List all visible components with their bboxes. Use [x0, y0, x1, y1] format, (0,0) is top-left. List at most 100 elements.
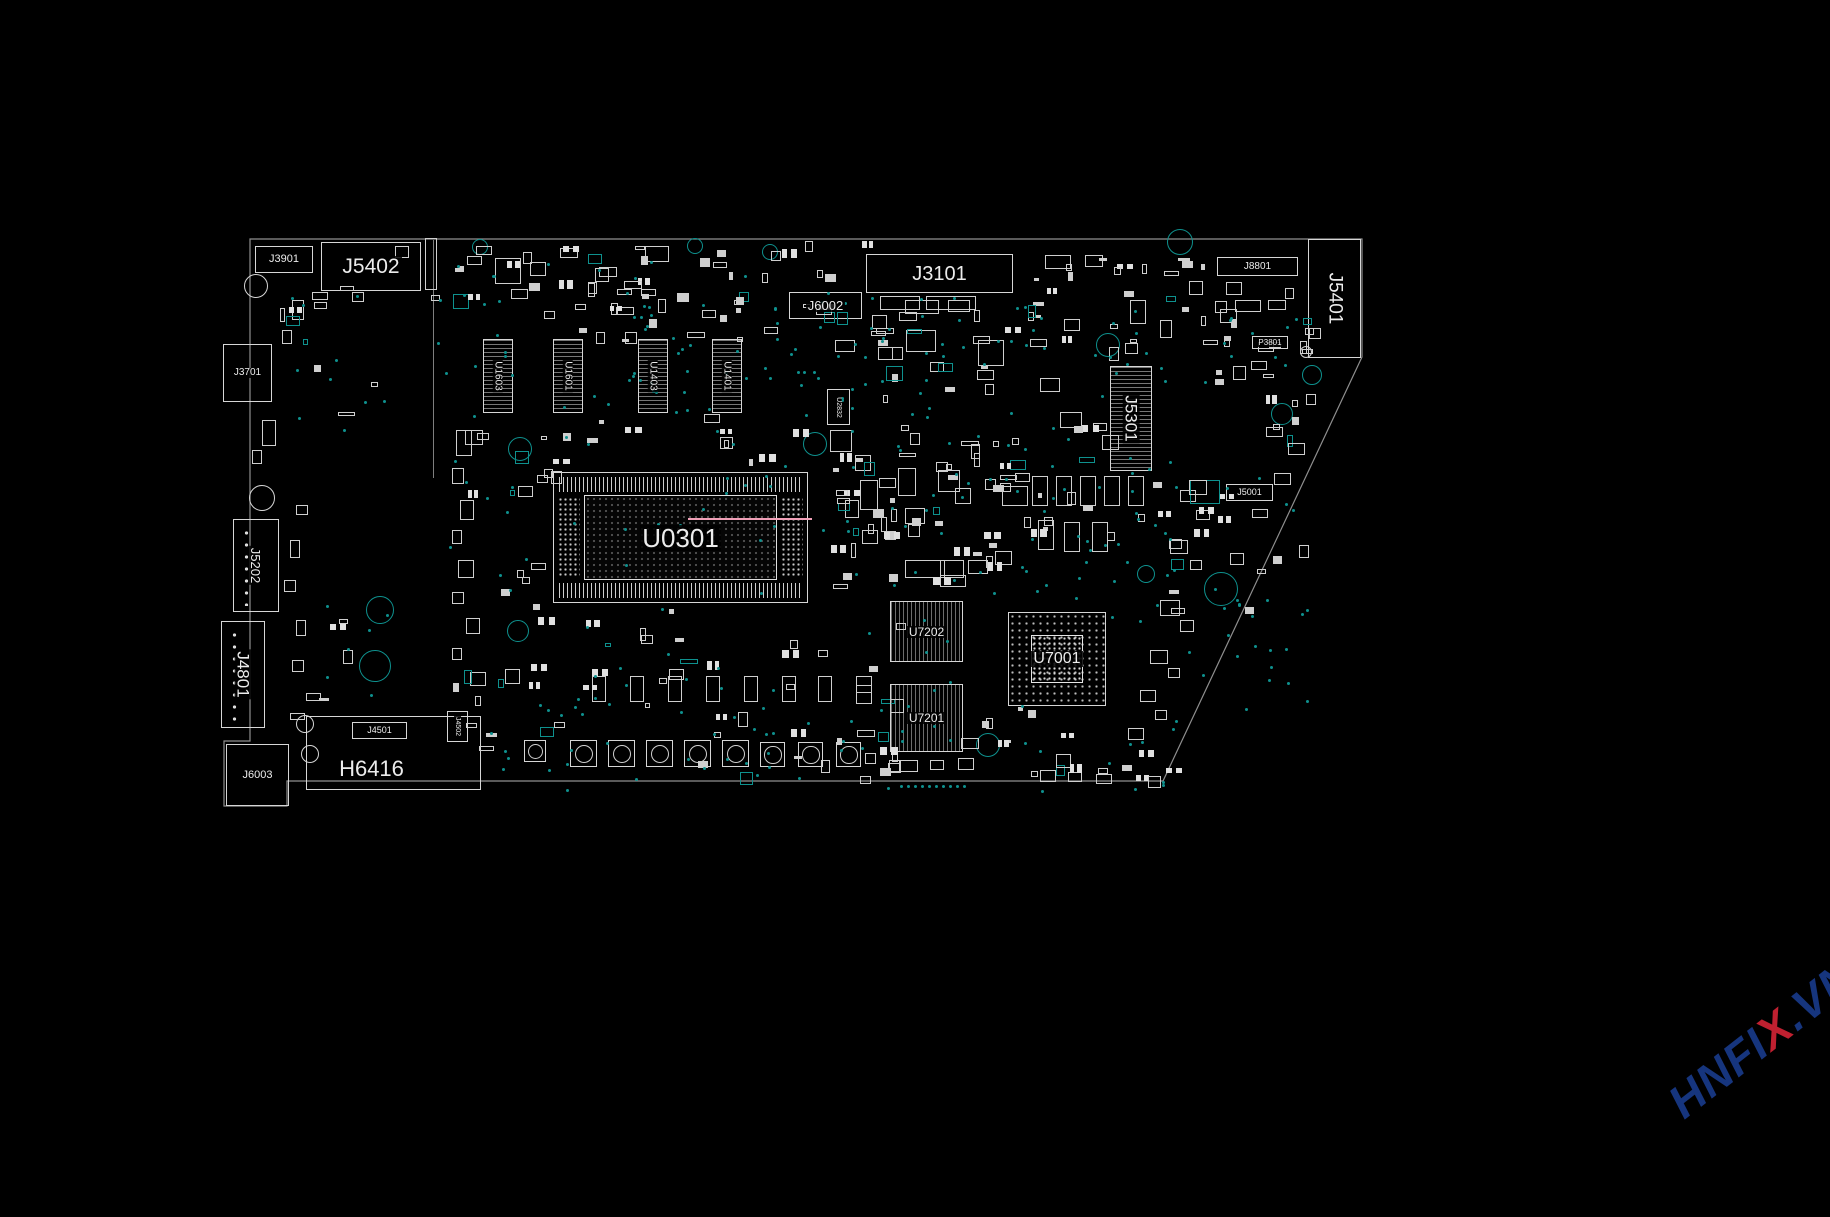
- small-part: [425, 238, 437, 290]
- small-part: [604, 642, 611, 648]
- small-part: [460, 500, 474, 520]
- small-part: [1014, 472, 1031, 483]
- pad: [567, 279, 573, 289]
- via-dot: [933, 689, 937, 693]
- small-part: [1292, 417, 1300, 426]
- small-part: [1011, 438, 1020, 446]
- small-part: [1138, 749, 1154, 758]
- via-dot: [988, 477, 992, 481]
- small-part: [1309, 328, 1321, 340]
- small-part: [1005, 326, 1022, 334]
- small-part: [1200, 315, 1207, 326]
- inductor-part: [570, 740, 597, 767]
- component-label: U2832: [835, 394, 843, 420]
- pad: [624, 427, 632, 434]
- small-part: [543, 468, 554, 478]
- via-dot: [1023, 447, 1027, 451]
- small-part: [624, 427, 642, 434]
- component-j6003: J6003: [226, 744, 289, 806]
- via-dot: [851, 429, 855, 433]
- component-label: U1401: [722, 359, 733, 393]
- via-dot: [562, 405, 566, 409]
- small-part: [1045, 255, 1071, 269]
- white-circle: [301, 745, 319, 763]
- small-part: [953, 547, 970, 557]
- via-dot: [1134, 512, 1138, 516]
- via-dot: [961, 346, 965, 350]
- small-part: [1215, 300, 1227, 314]
- pad: [846, 453, 852, 462]
- via-dot: [744, 762, 748, 766]
- via-dot: [920, 297, 924, 301]
- via-dot: [667, 652, 671, 656]
- small-part: [609, 305, 622, 312]
- via-dot: [524, 557, 528, 561]
- small-part: [984, 383, 994, 395]
- small-part: [343, 649, 354, 664]
- small-part: [453, 683, 460, 692]
- pad: [987, 562, 994, 572]
- via-dot: [1108, 761, 1112, 765]
- via-dot: [290, 296, 294, 300]
- small-part: [898, 468, 916, 496]
- pad: [840, 544, 847, 554]
- pad: [609, 305, 615, 312]
- via-dot: [928, 785, 931, 788]
- pad: [720, 428, 725, 435]
- via-dot: [1285, 326, 1289, 330]
- small-part: [452, 468, 464, 484]
- small-part: [1287, 434, 1293, 448]
- pad: [467, 489, 472, 499]
- small-part: [668, 668, 685, 680]
- component-j5401: J5401: [1308, 239, 1361, 358]
- small-part: [862, 240, 874, 248]
- via-dot: [1039, 317, 1043, 321]
- pad: [592, 669, 599, 677]
- small-part: [1305, 393, 1317, 406]
- via-dot: [565, 788, 569, 792]
- via-dot: [766, 751, 770, 755]
- cpu-pin-strip-bottom: [559, 583, 802, 598]
- component-label: U7202: [906, 624, 947, 639]
- small-part: [868, 665, 879, 673]
- pad: [586, 619, 592, 628]
- via-dot: [624, 527, 628, 531]
- small-part: [940, 575, 966, 587]
- small-part: [999, 463, 1012, 470]
- small-part: [504, 668, 520, 684]
- small-part: [961, 440, 979, 446]
- via-dot: [726, 477, 730, 481]
- small-part: [909, 432, 921, 446]
- small-part: [1190, 560, 1202, 570]
- teal-circle: [1204, 572, 1238, 606]
- small-part: [700, 258, 711, 268]
- pad: [529, 681, 534, 690]
- teal-circle: [507, 620, 529, 642]
- pad: [540, 664, 548, 672]
- inductor-coil-mark: [802, 746, 820, 764]
- via-dot: [863, 382, 867, 386]
- via-dot: [639, 316, 643, 320]
- small-part: [616, 288, 632, 296]
- via-dot: [1228, 318, 1232, 322]
- via-dot: [565, 763, 569, 767]
- pad: [1135, 775, 1141, 781]
- small-part: [698, 760, 709, 768]
- via-dot: [586, 442, 590, 446]
- component-label: J4501: [365, 725, 394, 735]
- small-part: [899, 312, 918, 321]
- pad: [1158, 511, 1164, 517]
- small-part: [1046, 287, 1058, 294]
- small-part: [933, 506, 941, 516]
- small-part: [592, 669, 608, 677]
- via-dot: [1236, 655, 1240, 659]
- via-dot: [888, 327, 892, 331]
- via-dot: [867, 632, 871, 636]
- small-part: [702, 309, 716, 318]
- pad: [536, 681, 541, 690]
- small-part: [906, 329, 922, 335]
- small-part: [558, 279, 573, 289]
- via-dot: [880, 709, 884, 713]
- via-dot: [1253, 644, 1257, 648]
- small-part: [933, 576, 951, 585]
